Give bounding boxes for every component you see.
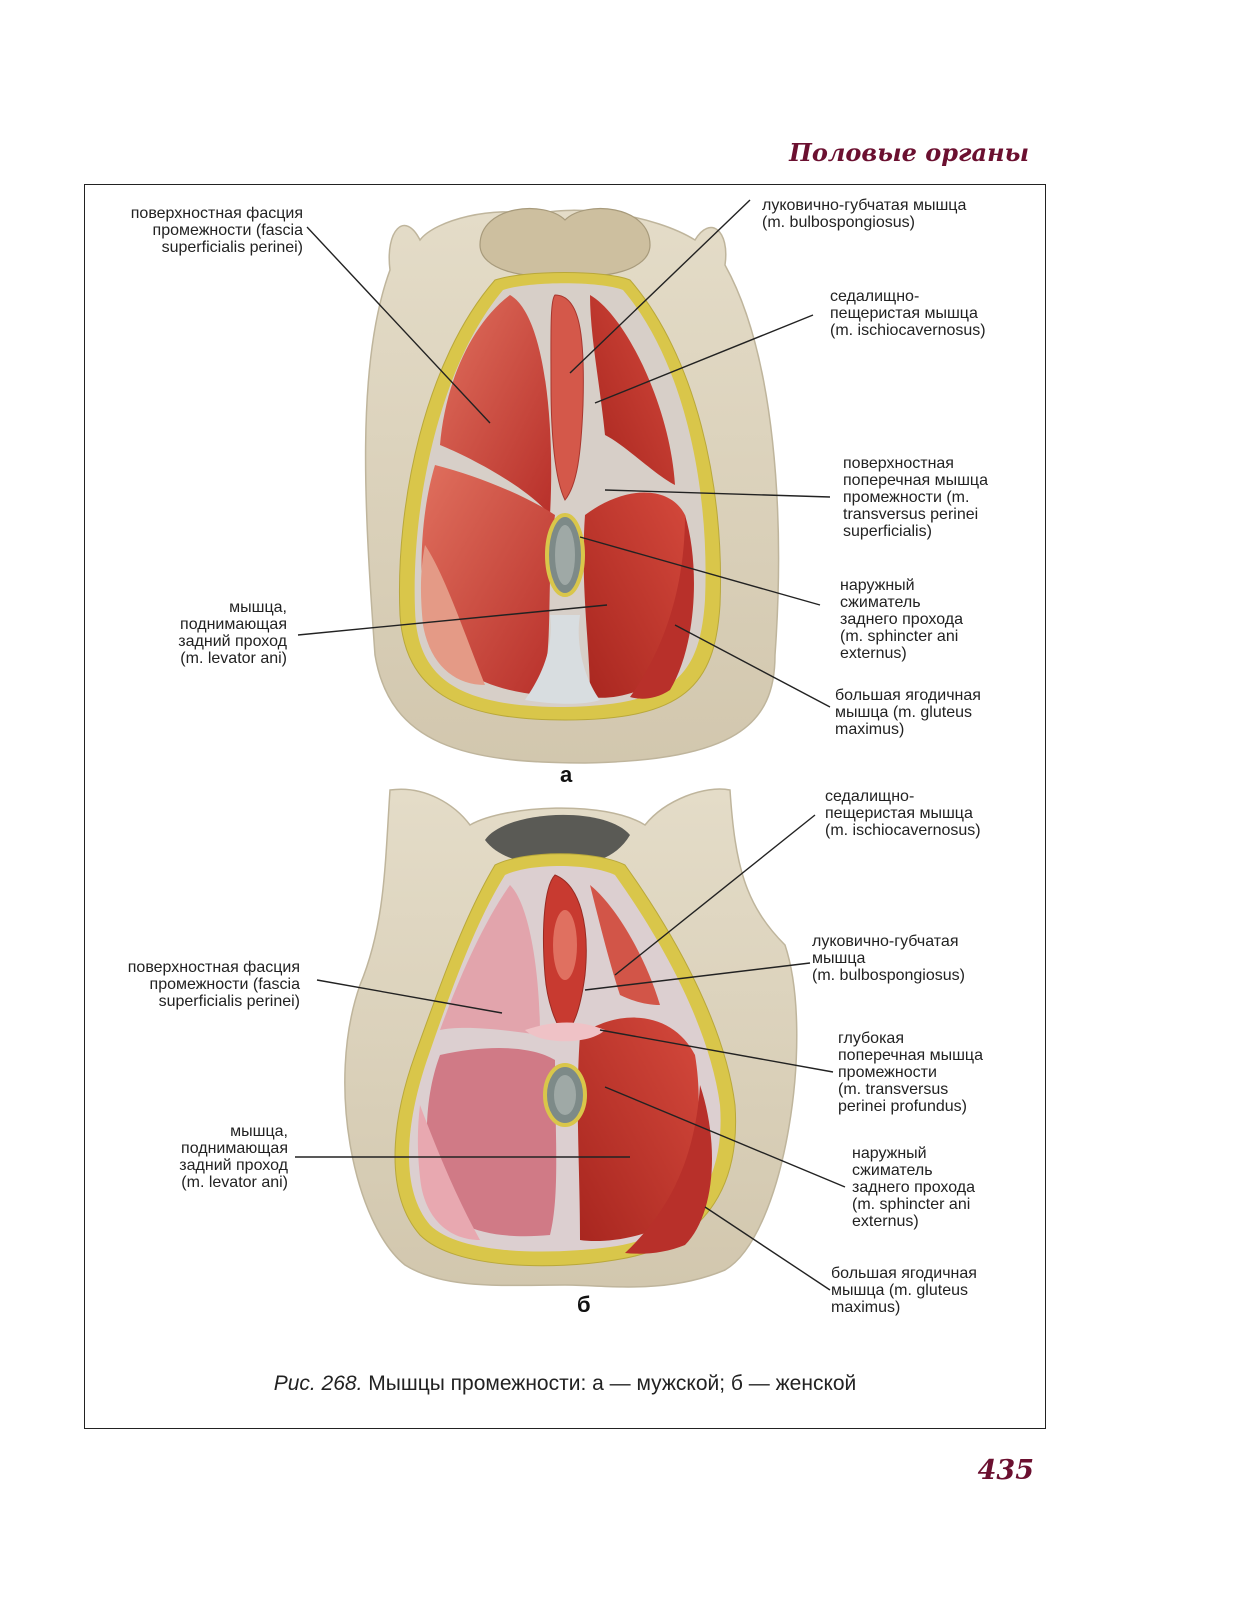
ischio-muscle-b — [590, 885, 660, 1005]
figure-illustration — [295, 199, 846, 1291]
label-a-fascia: поверхностная фасция промежности (fascia… — [130, 205, 303, 256]
anococcygeal-fascia-a — [525, 615, 600, 704]
panel-letter-a: а — [560, 762, 573, 787]
fascia-left-b — [440, 885, 540, 1035]
label-b-sphincter: наружный сжиматель заднего прохода (m. s… — [852, 1145, 976, 1230]
gluteus-left-b — [417, 1105, 480, 1240]
label-a-sphincter: наружный сжиматель заднего прохода (m. s… — [840, 577, 964, 662]
fascia-muscle-left-a — [440, 295, 552, 515]
panel-letter-b: б — [577, 1292, 591, 1317]
levator-muscle-left-b — [426, 1048, 557, 1237]
caption-text: Мышцы промежности: а — мужской; б — женс… — [362, 1372, 857, 1395]
gluteus-muscle-b — [625, 1085, 712, 1254]
pubic-hair — [485, 814, 630, 865]
label-b-gluteus: большая ягодичная мышца (m. gluteus maxi… — [831, 1265, 977, 1316]
label-b-transversus: глубокая поперечная мышца промежности (m… — [838, 1030, 983, 1115]
transversus-band-b — [525, 1022, 605, 1042]
label-a-bulbospongiosus: луковично-губчатая мышца (m. bulbospongi… — [762, 197, 967, 231]
figure-frame: поверхностная фасция промежности (fascia… — [84, 184, 1046, 1429]
levator-muscle-right-b — [577, 1017, 699, 1242]
illustration-male-perineum — [364, 208, 780, 764]
caption-prefix: Рис. 268. — [273, 1372, 363, 1395]
label-a-ischiocavernosus: седалищно- пещеристая мышца (m. ischioca… — [830, 288, 986, 339]
page-number: 435 — [977, 1455, 1034, 1486]
label-b-ischiocavernosus: седалищно- пещеристая мышца (m. ischioca… — [825, 788, 981, 839]
illustration-female-perineum — [344, 788, 798, 1288]
leader-lines-b — [295, 814, 846, 1291]
label-b-levator-ani: мышца, поднимающая задний проход (m. lev… — [179, 1123, 288, 1191]
label-b-fascia: поверхностная фасция промежности (fascia… — [127, 959, 300, 1010]
label-a-transversus: поверхностная поперечная мышца промежнос… — [843, 455, 988, 540]
label-b-bulbospongiosus: луковично-губчатая мышца (m. bulbospongi… — [812, 933, 965, 984]
running-head: Половые органы — [789, 138, 1029, 167]
ischio-muscle-a — [590, 295, 675, 485]
gluteus-muscle-a — [630, 515, 694, 699]
figure-caption: Рис. 268. Мышцы промежности: а — мужской… — [85, 1372, 1045, 1396]
leader-lines-a — [297, 199, 831, 708]
bulbo-muscle-a — [550, 294, 584, 501]
label-a-levator-ani: мышца, поднимающая задний проход (m. lev… — [178, 599, 287, 667]
gluteus-left-a — [420, 545, 485, 685]
label-a-gluteus: большая ягодичная мышца (m. gluteus maxi… — [835, 687, 981, 738]
